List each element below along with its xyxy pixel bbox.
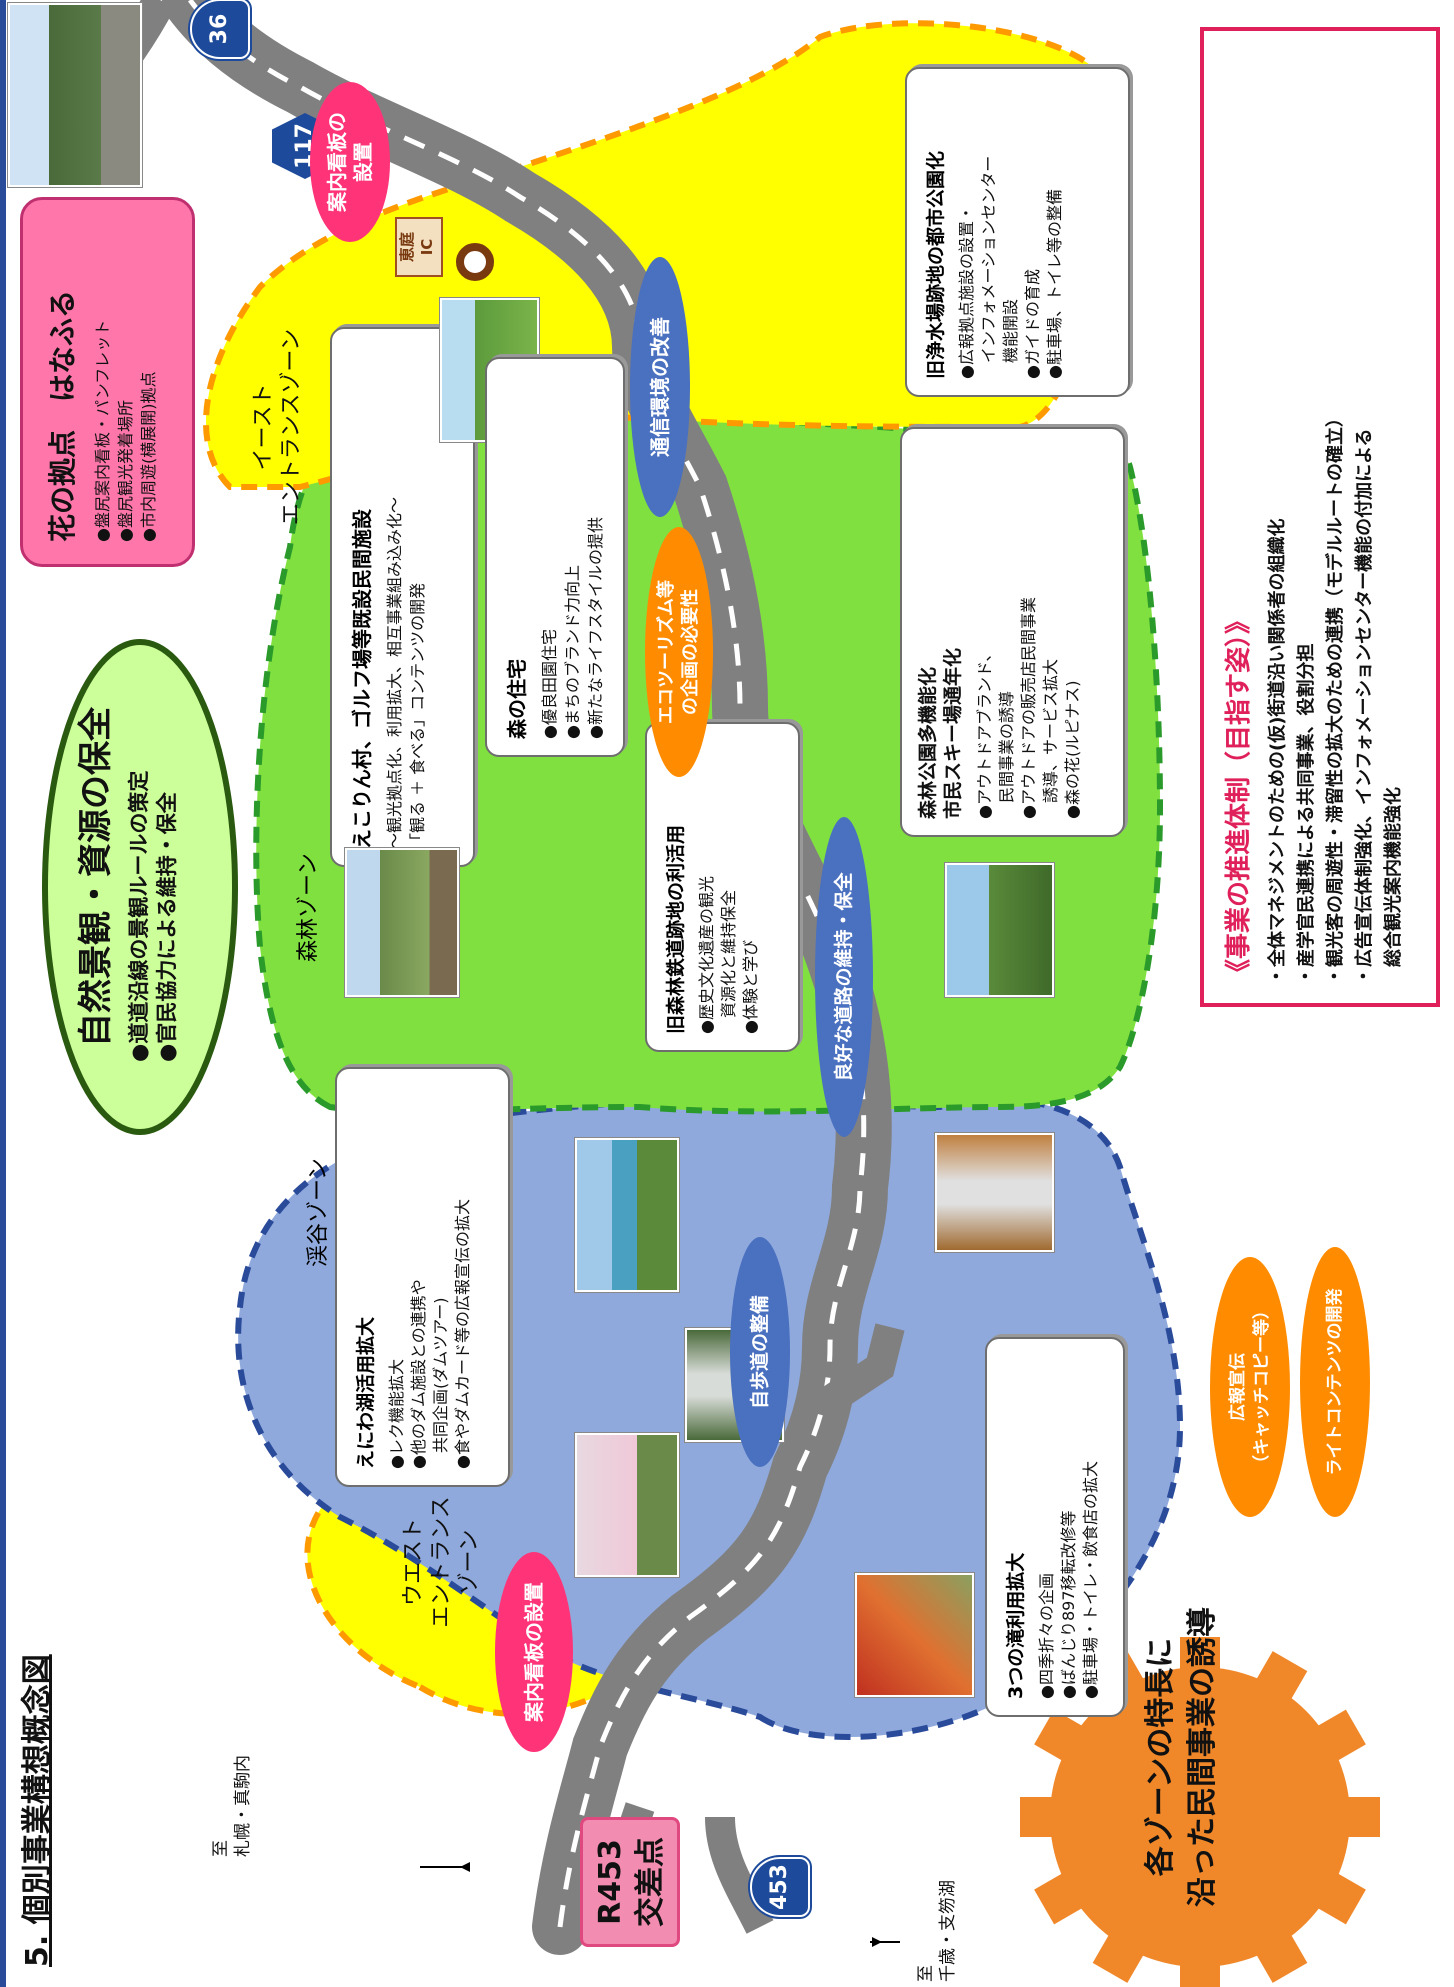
enikawa-photo-cherry [575,1433,679,1577]
water-site-title: 旧浄水場跡地の都市公園化 [925,150,947,379]
forest-zone-label: 森林ゾーン [296,853,321,962]
enikawa-photo-lake [575,1138,679,1292]
nature-title: 自然景観・資源の保全 [76,707,116,1047]
falls-box: 3つの滝利用拡大 ●四季折々の企画 ●ばんじり897移転改修等 ●駐車場・トイレ… [985,1337,1125,1717]
hanafuru-title: 花の拠点 はなふる [46,289,79,542]
gear-text: 各ゾーンの特長に 沿った民間事業の誘導 [1143,1607,1220,1907]
nature-ellipse [42,639,238,1135]
hanafuru-items: ●盤尻案内看板・パンフレット ●盤尻観光発着場所 ●市内周遊(横展開)拠点 [93,319,158,542]
enikawa-box: えにわ湖活用拡大 ●レク機能拡大 ●他のダム施設との連携や 共同企画(ダムツアー… [335,1067,510,1487]
r453-junction: R453 交差点 [580,1817,680,1947]
light-content-pill: ライトコンテンツの開発 [1300,1247,1370,1517]
forest-park-box: 森林公園多機能化 市民スキー場通年化 ●アウトドアブランド、 民間事業の誘導 ●… [900,427,1125,837]
railway-title: 旧森林鉄道跡地の利活用 [665,824,687,1034]
promotion-box: 《事業の推進体制（目指す姿）》 ・全体マネジメントのための(仮)街道沿い関係者の… [1200,27,1440,1007]
direction-south: 至 千歳・支笏湖 [916,1880,958,1982]
arrow-south-head [872,1937,882,1947]
east-zone-label: イースト エントランスゾーン [251,328,304,526]
ecorin-items: ～観光拠点化、利用拡大、相互事業組み込み化～ 「観る ＋ 食べる」コンテンツの開… [385,496,427,849]
valley-zone-label: 渓谷ゾーン [306,1158,331,1267]
hanafuru-photo [8,3,142,187]
falls-photo-waterfall [935,1133,1054,1252]
forest-park-photo [945,863,1054,997]
ic-marker [456,243,494,281]
pr-pill: 広報宣伝 （キャッチコピー等） [1210,1257,1290,1517]
ecorin-title: えこりん村、ゴルフ場等既設民間施設 [350,509,374,849]
promotion-title: 《事業の推進体制（目指す姿）》 [1224,607,1254,985]
mori-house-box: 森の住宅 ●優良田園住宅 ●まちのブランド力向上 ●新たなライフスタイルの提供 [485,357,625,757]
enikawa-title: えにわ湖活用拡大 [355,1316,377,1469]
ecorin-photo-village [345,848,459,997]
forest-park-items: ●アウトドアブランド、 民間事業の誘導 ●アウトドアの販売店民間事業 誘導、サー… [975,597,1082,819]
route-36-badge: 36 [190,0,250,59]
hanafuru-box: 花の拠点 はなふる ●盤尻案内看板・パンフレット ●盤尻観光発着場所 ●市内周遊… [20,197,195,567]
road-maint-pill: 良好な道路の維持・保全 [815,817,873,1137]
branch-road-junction [811,1323,905,1420]
enikawa-items: ●レク機能拡大 ●他のダム施設との連携や 共同企画(ダムツアー) ●食やダムカー… [387,1199,472,1469]
mori-house-items: ●優良田園住宅 ●まちのブランド力向上 ●新たなライフスタイルの提供 [540,517,605,739]
ic-label: 恵庭 IC [395,217,443,277]
mori-house-title: 森の住宅 [505,659,529,739]
sign-bottom-pill: 案内看板の設置 [495,1552,573,1752]
gear-shape [1020,1637,1380,1987]
arrow-north-head [460,1862,470,1872]
falls-photo-autumn [855,1573,974,1697]
walkway-pill: 自歩道の整備 [730,1237,790,1467]
railway-items: ●歴史文化遺産の観光 資源化と維持保全 ●体験と学び [697,876,760,1034]
direction-north: 至 札幌・真駒内 [211,1755,253,1857]
water-site-box: 旧浄水場跡地の都市公園化 ●広報拠点施設の設置・ インフォメーションセンター 機… [905,67,1130,397]
eco-tourism-pill: エコツーリズム等 の企画の必要性 [645,527,713,777]
route-453-badge: 453 [750,1857,810,1917]
sign-top-pill: 案内看板の 設置 [310,82,390,242]
comm-improve-pill: 通信環境の改善 [630,257,690,517]
water-site-items: ●広報拠点施設の設置・ インフォメーションセンター 機能開設 ●ガイドの育成 ●… [957,155,1064,379]
falls-title: 3つの滝利用拡大 [1005,1552,1027,1699]
nature-items: ●道道沿線の景観ルールの策定 ●官民協力による維持・保全 [127,770,179,1062]
falls-items: ●四季折々の企画 ●ばんじり897移転改修等 ●駐車場・トイレ・飲食店の拡大 [1037,1461,1100,1699]
forest-park-title: 森林公園多機能化 市民スキー場通年化 [917,647,964,819]
page-title: 5. 個別事業構想概念図 [20,1654,55,1967]
road-centerline [187,0,867,1928]
branch-road-south [705,1816,774,1934]
promotion-items: ・全体マネジメントのための(仮)街道沿い関係者の組織化 ・産学官民連携による共同… [1267,409,1404,985]
